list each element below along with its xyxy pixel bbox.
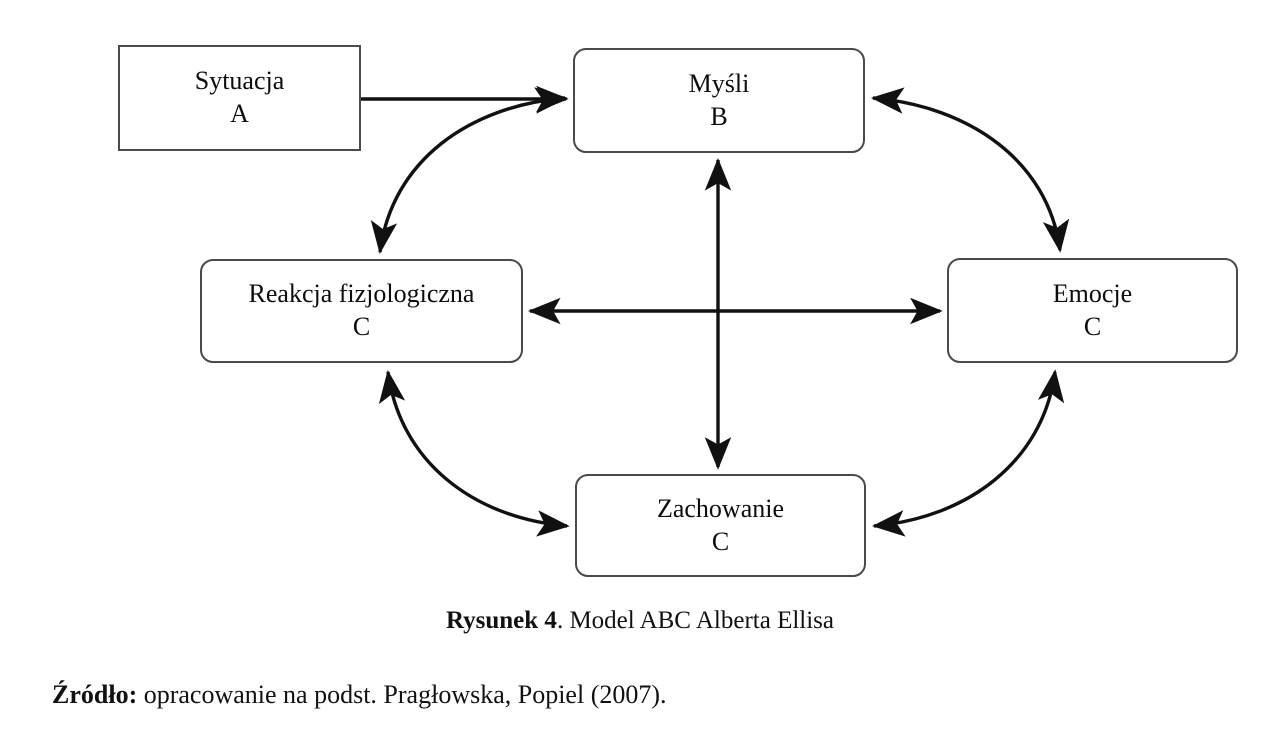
node-zachowanie: Zachowanie C xyxy=(575,474,866,577)
figure-abc-model: Sytuacja A Myśli B Reakcja fizjologiczna… xyxy=(118,45,1238,577)
node-reakcja-fizjologiczna: Reakcja fizjologiczna C xyxy=(200,259,523,363)
node-sytuacja-label: Sytuacja xyxy=(194,66,285,96)
connector-mysli-reakcja-curve xyxy=(370,87,568,255)
node-sytuacja-code: A xyxy=(230,99,249,128)
node-emocje-label: Emocje xyxy=(1052,278,1133,308)
node-reakcja-code: C xyxy=(352,312,371,341)
node-zachowanie-label: Zachowanie xyxy=(656,493,785,523)
figure-caption: Rysunek 4. Model ABC Alberta Ellisa xyxy=(0,607,1280,635)
diagram-canvas xyxy=(361,85,1070,537)
node-emocje-code: C xyxy=(1083,311,1102,341)
connector-reakcja-zachowanie-curve xyxy=(378,369,570,537)
figure-source-label: Źródło: xyxy=(52,680,138,709)
figure-caption-number: Rysunek 4 xyxy=(445,607,557,634)
node-emocje: Emocje C xyxy=(947,258,1238,363)
connector-mysli-emocje-curve xyxy=(870,87,1070,253)
node-mysli-code: B xyxy=(710,101,728,131)
node-mysli: Myśli B xyxy=(573,48,865,153)
figure-caption-text: . Model ABC Alberta Ellisa xyxy=(556,607,835,634)
node-sytuacja: Sytuacja A xyxy=(118,45,361,151)
connector-emocje-zachowanie-curve xyxy=(871,369,1065,537)
node-reakcja-label: Reakcja fizjologiczna xyxy=(248,279,475,309)
figure-source-text: opracowanie na podst. Pragłowska, Popiel… xyxy=(137,680,667,709)
node-mysli-label: Myśli xyxy=(688,68,750,98)
node-zachowanie-code: C xyxy=(711,526,730,556)
figure-source: Źródło: opracowanie na podst. Pragłowska… xyxy=(52,680,1252,710)
